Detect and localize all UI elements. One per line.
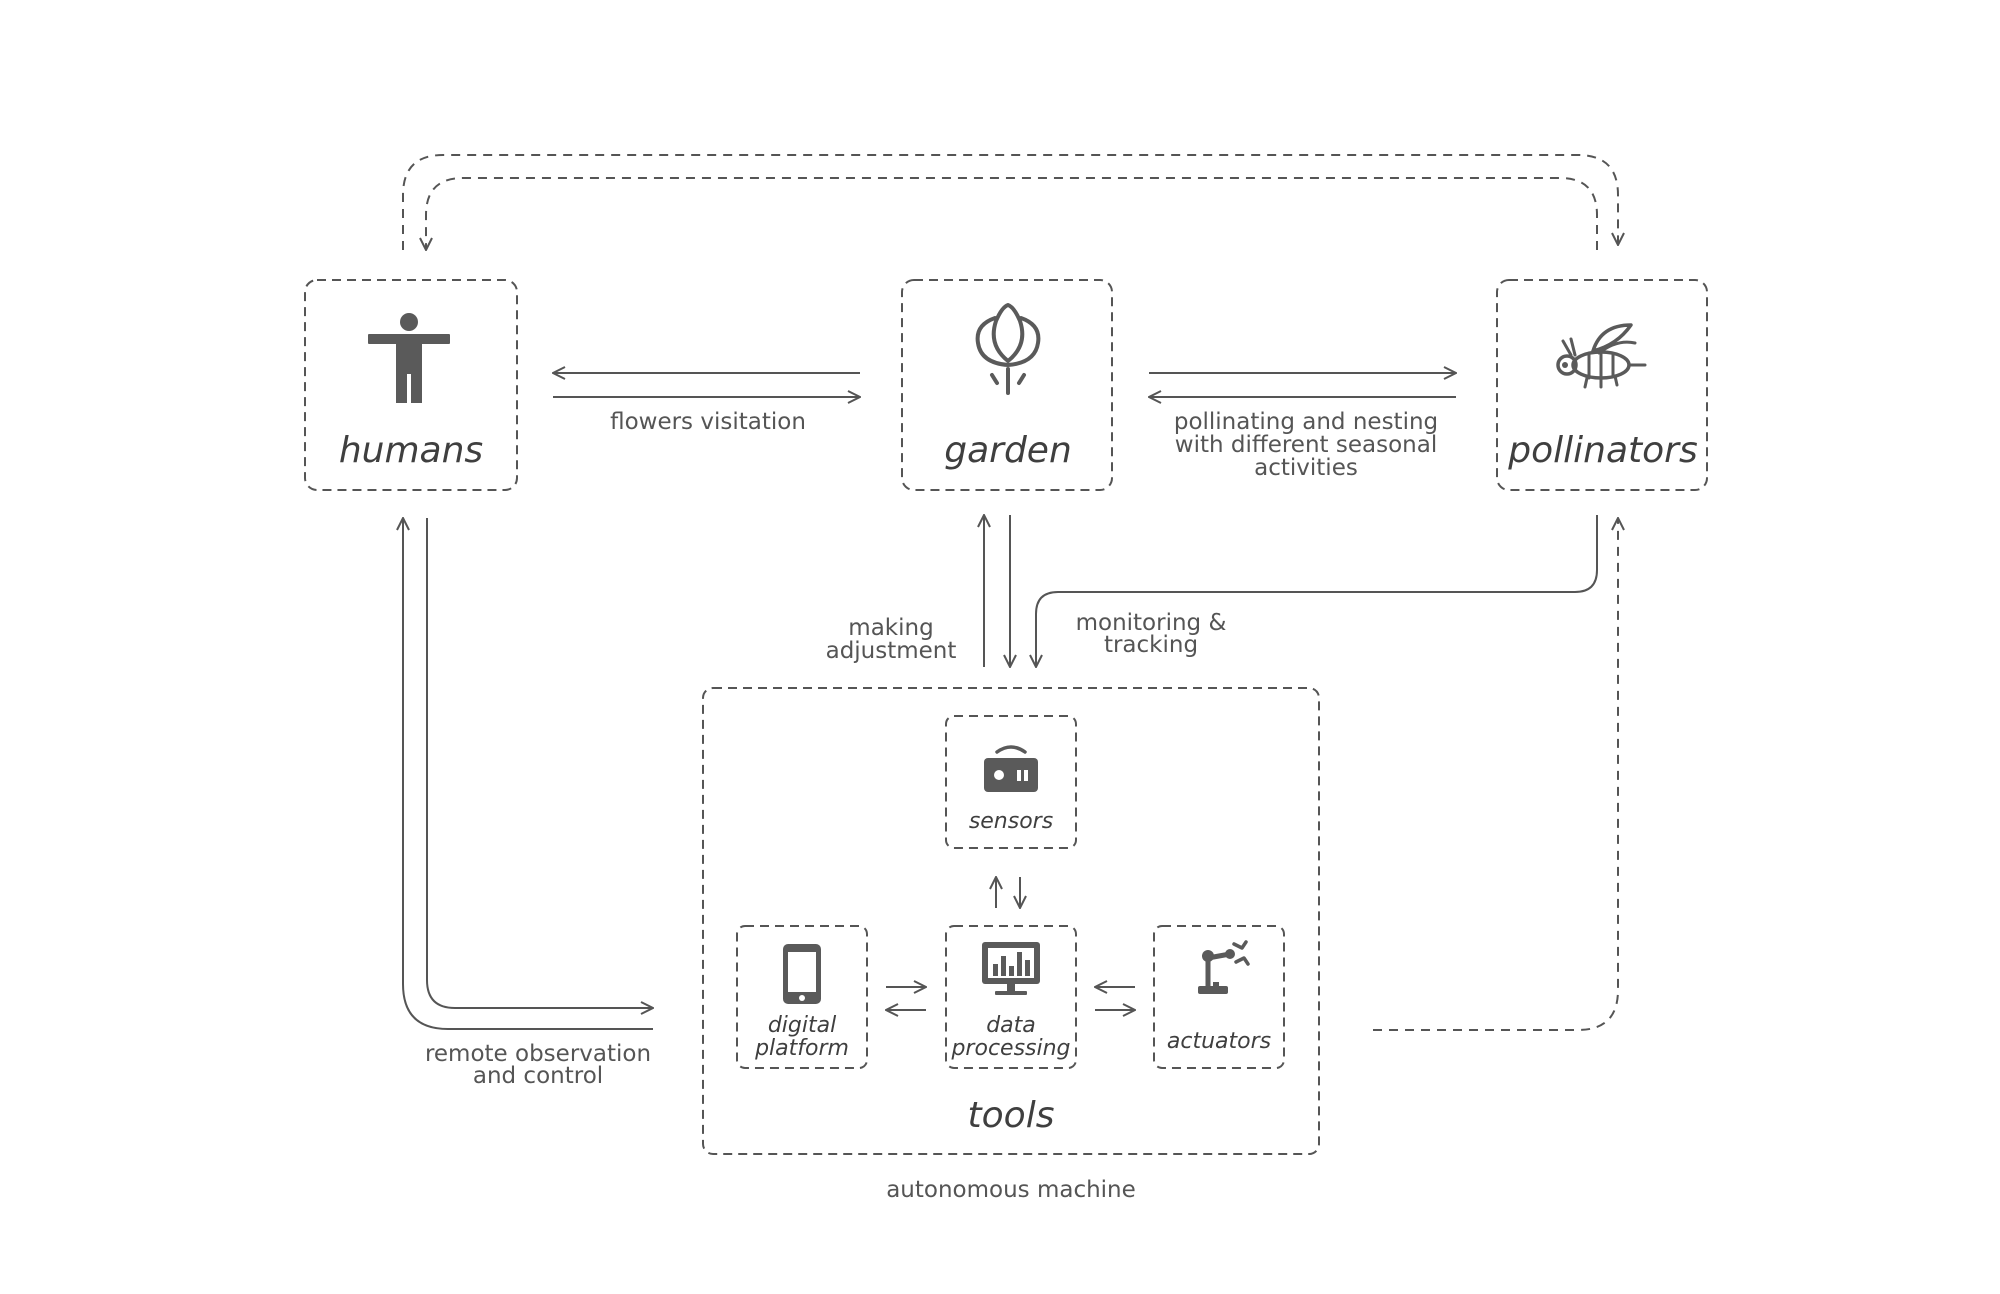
data-processing-label-line1: data [986,1013,1036,1038]
humans-box [304,279,518,491]
digital-platform-box [736,925,868,1069]
monitor-chart-icon [982,942,1040,995]
tools-box [702,687,1320,1155]
actuators-label: actuators [1167,1029,1271,1054]
garden-box [901,279,1113,491]
pollinating-label-line1: pollinating and nesting [1174,409,1438,435]
digital-platform-label-line1: digital [768,1013,836,1038]
making-adjustment-label-line1: making [848,615,933,641]
pollinators-box [1496,279,1708,491]
pollinating-label-line3: activities [1254,455,1358,481]
flowers-visitation-label: flowers visitation [610,409,806,435]
making-adjustment-label-line2: adjustment [826,638,957,664]
garden-tools-arrows [984,515,1010,667]
sensors-label: sensors [969,809,1053,834]
actuators-data-processing-arrows [1095,987,1135,1010]
monitoring-label-line2: tracking [1104,632,1198,658]
digital-platform-label-line2: platform [754,1036,849,1061]
sensor-device-icon [984,745,1038,792]
tulip-icon [975,303,1041,395]
actuators-box [1153,925,1285,1069]
platform-data-processing-arrows [886,987,926,1010]
tools-pollinators-dashed-arrow [1373,518,1618,1031]
humans-garden-arrows [553,373,860,397]
remote-observation-label-line2: and control [473,1063,603,1089]
smartphone-icon [783,944,821,1004]
tools-label: tools [968,1095,1055,1136]
garden-pollinators-arrows [1149,373,1456,397]
garden-label: garden [944,430,1072,471]
top-loop-connector [402,154,1618,250]
pollinators-label: pollinators [1507,430,1697,471]
remote-observation-label-line1: remote observation [425,1041,651,1067]
sensors-box [945,715,1077,849]
pollinating-label-line2: with different seasonal [1175,432,1437,458]
remote-observation-arrows [403,518,653,1030]
monitoring-arrow [1036,515,1598,667]
monitoring-label-line1: monitoring & [1076,610,1227,636]
data-processing-box [945,925,1077,1069]
sensors-data-processing-arrows [996,877,1020,908]
humans-label: humans [339,430,483,471]
data-processing-label-line2: processing [950,1036,1070,1061]
robot-arm-icon [1198,940,1250,994]
bee-icon [1556,323,1647,389]
autonomous-machine-caption: autonomous machine [886,1177,1136,1203]
human-figure-icon [368,313,450,403]
